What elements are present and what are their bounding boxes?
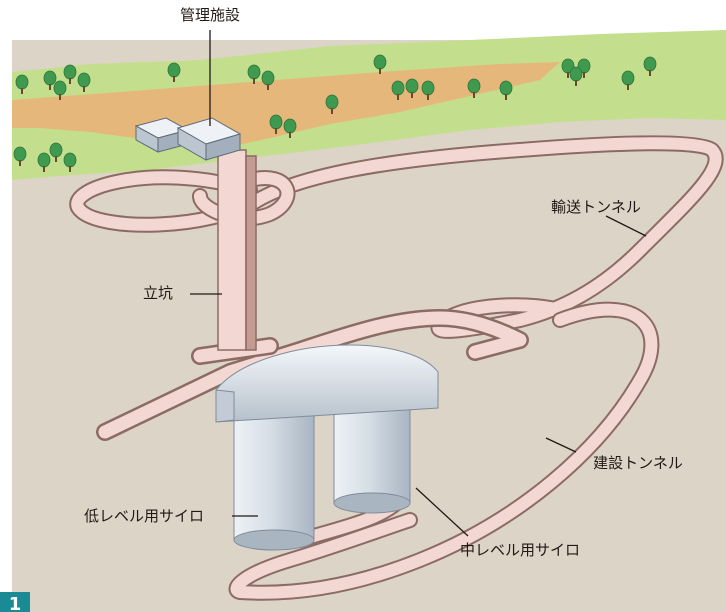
low-level-silo bbox=[233, 399, 315, 541]
tree-icon bbox=[643, 56, 657, 76]
label-shaft: 立坑 bbox=[143, 284, 173, 302]
tree-icon bbox=[621, 70, 635, 90]
label-transport-tunnel: 輸送トンネル bbox=[551, 198, 641, 216]
tree-icon bbox=[499, 80, 513, 100]
tree-icon bbox=[467, 78, 481, 98]
tree-icon bbox=[247, 64, 261, 84]
tree-icon bbox=[53, 80, 67, 100]
leader-mid-silo bbox=[415, 487, 469, 537]
tree-icon bbox=[15, 74, 29, 94]
tree-icon bbox=[167, 62, 181, 82]
tree-icon bbox=[77, 72, 91, 92]
tree-icon bbox=[569, 66, 583, 86]
tree-icon bbox=[37, 152, 51, 172]
shaft bbox=[217, 149, 257, 351]
label-low-level-silo: 低レベル用サイロ bbox=[84, 507, 204, 525]
leader-construction bbox=[545, 437, 577, 453]
management-facility bbox=[134, 117, 242, 161]
trees bbox=[13, 54, 657, 172]
tree-icon bbox=[373, 54, 387, 74]
silo-vault bbox=[215, 344, 439, 423]
tree-icon bbox=[261, 70, 275, 90]
silo-complex bbox=[215, 344, 439, 551]
figure-number: 1 bbox=[9, 594, 22, 612]
figure-number-badge bbox=[0, 592, 30, 612]
tree-icon bbox=[421, 80, 435, 100]
leader-transport bbox=[605, 215, 647, 237]
tree-icon bbox=[49, 142, 63, 162]
transport-tunnel bbox=[69, 135, 724, 339]
tree-icon bbox=[391, 80, 405, 100]
tree-icon bbox=[63, 152, 77, 172]
tree-icon bbox=[325, 94, 339, 114]
tree-icon bbox=[269, 114, 283, 134]
tree-icon bbox=[63, 64, 77, 84]
tree-icon bbox=[13, 146, 27, 166]
leader-lines bbox=[190, 30, 647, 537]
label-construction-tunnel: 建設トンネル bbox=[593, 454, 683, 472]
tree-icon bbox=[43, 70, 57, 90]
label-admin-facility: 管理施設 bbox=[180, 6, 240, 24]
tree-icon bbox=[283, 118, 297, 138]
label-mid-level-silo: 中レベル用サイロ bbox=[460, 541, 580, 559]
tree-icon bbox=[405, 78, 419, 98]
access-tunnel bbox=[96, 309, 529, 441]
